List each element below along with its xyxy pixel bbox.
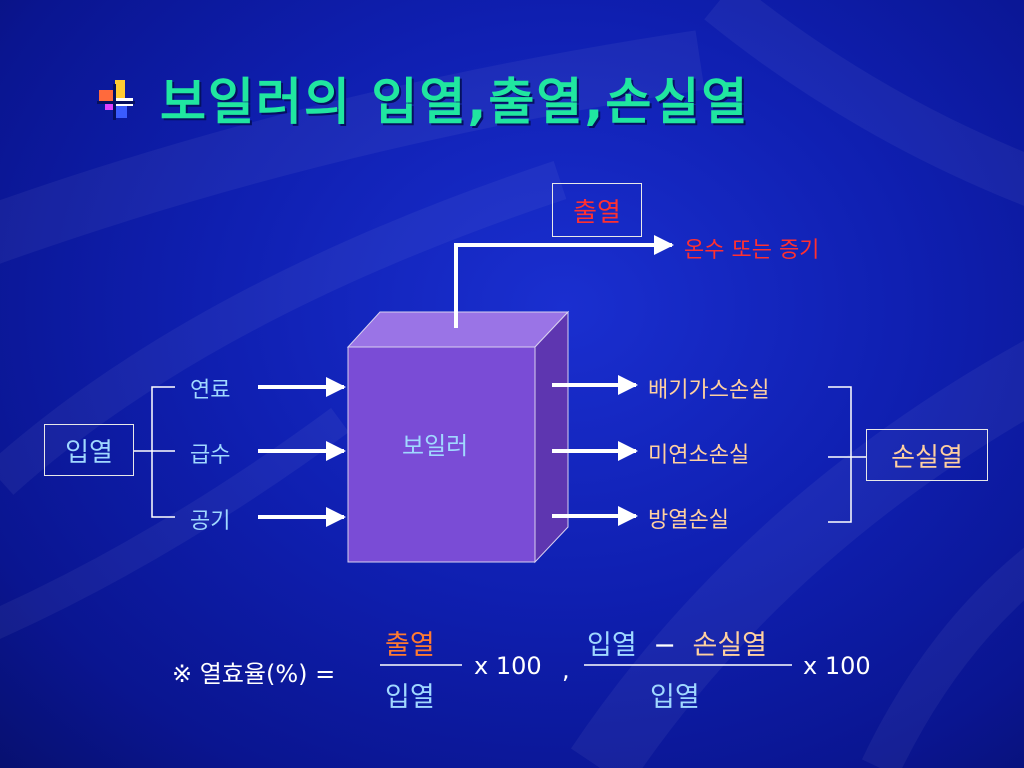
loss-unburned-label: 미연소손실 [648,443,750,468]
input-bracket [133,386,175,518]
loss-heat-label: 손실열 [891,442,963,473]
formula2-numerator-input: 입열 [587,630,637,661]
formula2-numerator-loss: 손실열 [692,630,768,661]
input-heat-box: 입열 [44,424,134,476]
output-arrow [454,235,674,328]
input-heat-label: 입열 [65,437,113,468]
boiler-box-side [534,310,569,564]
output-item-label: 온수 또는 증기 [684,238,820,263]
formula-prefix: ※ 열효율(%) = [172,660,336,688]
formula-separator: , [562,656,570,684]
boiler-label: 보일러 [402,432,469,460]
input-fuel-label: 연료 [190,378,231,403]
loss-exhaust-label: 배기가스손실 [648,378,770,403]
formula1-numerator: 출열 [385,630,435,661]
input-air-label: 공기 [190,509,231,534]
formula1-denominator: 입열 [385,682,435,713]
loss-heat-box: 손실열 [866,429,988,481]
output-heat-label: 출열 [573,197,621,228]
loss-bracket [828,386,866,523]
loss-radiation-label: 방열손실 [648,508,729,533]
formula1-multiplier: x 100 [474,652,542,680]
formula2-numerator-minus: − [653,630,676,661]
title-bullet-icon [97,80,135,120]
formula2-denominator: 입열 [650,682,700,713]
page-title: 보일러의 입열,출열,손실열 [160,73,750,131]
boiler-box-front [347,346,536,563]
input-water-label: 급수 [190,443,231,468]
formula2-numerator: 입열 − 손실열 [587,623,767,662]
formula2-multiplier: x 100 [803,652,871,680]
output-heat-box: 출열 [552,183,642,237]
